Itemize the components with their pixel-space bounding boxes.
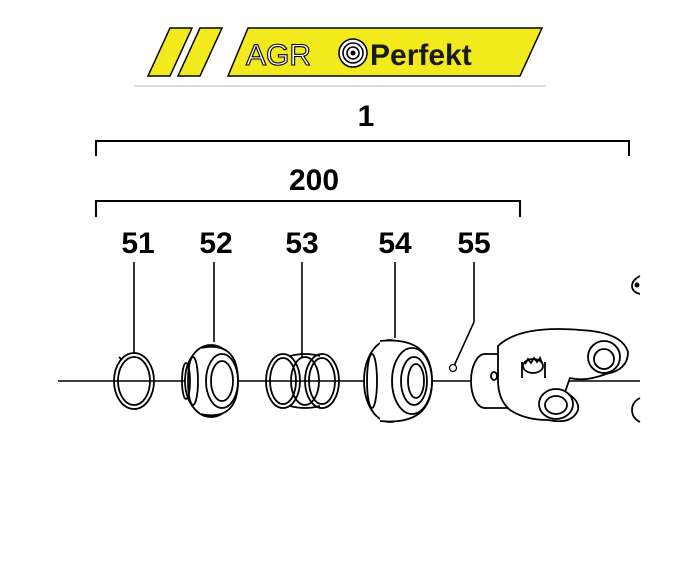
- bracket-overall: 1: [95, 100, 630, 156]
- logo-stripe-2: [176, 27, 224, 77]
- logo-text-agr: AGR: [246, 39, 311, 72]
- leader-55-dot: [448, 363, 458, 373]
- seal-ring-icon: [363, 339, 433, 423]
- partial-part-bottom-icon: [631, 397, 641, 423]
- snap-ring-icon: [113, 352, 155, 410]
- leader-lines: [133, 262, 475, 367]
- label-subassembly: 200: [289, 164, 339, 197]
- label-part-55: 55: [457, 227, 490, 260]
- label-part-52: 52: [199, 227, 232, 260]
- spring-icon: [265, 353, 340, 409]
- label-part-54: 54: [378, 227, 412, 260]
- logo-stripe-1: [146, 27, 194, 77]
- bracket-subassembly: 200: [95, 164, 521, 217]
- label-part-53: 53: [285, 227, 318, 260]
- partial-part-top-icon: [631, 275, 641, 295]
- yoke-icon: [470, 328, 629, 423]
- label-part-51: 51: [121, 227, 154, 260]
- logo-banner: [226, 27, 544, 77]
- bearing-ring-icon: [181, 344, 239, 418]
- label-overall: 1: [358, 100, 375, 133]
- leader-55: [453, 262, 475, 367]
- logo-text-perfekt: Perfekt: [370, 39, 472, 72]
- partial-part-top-dot: [634, 282, 640, 288]
- agroperfekt-logo: AGR Perfekt: [134, 27, 546, 87]
- logo-target-icon: [338, 38, 368, 68]
